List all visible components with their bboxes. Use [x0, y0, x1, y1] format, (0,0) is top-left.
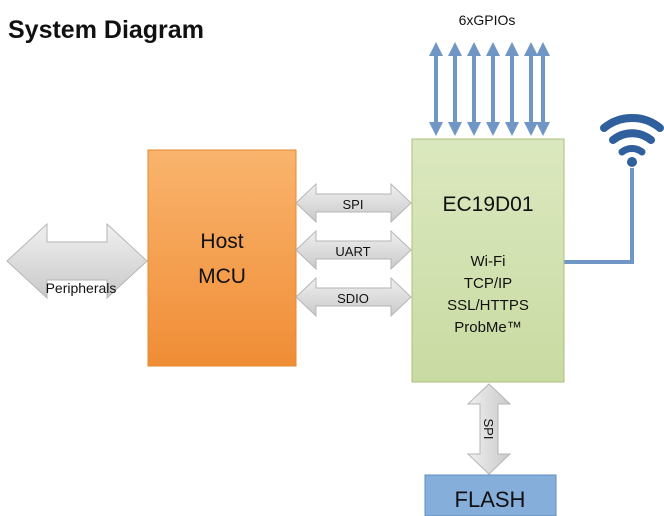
spi-label: SPI [343, 197, 364, 212]
spi-connector [295, 182, 412, 224]
uart-label: UART [335, 244, 370, 259]
flash-block [424, 474, 557, 516]
gpio-arrow [524, 42, 538, 136]
sdio-connector [295, 276, 412, 318]
module-feature: ProbMe™ [454, 319, 522, 336]
gpio-label: 6xGPIOs [459, 12, 516, 28]
gpio-arrow [429, 42, 443, 136]
gpio-arrow [486, 42, 500, 136]
flash-label: FLASH [455, 487, 526, 512]
module-feature: TCP/IP [464, 275, 512, 292]
uart-connector [295, 229, 412, 271]
gpio-arrow [505, 42, 519, 136]
diagram-title: System Diagram [8, 16, 204, 44]
flash-spi-label: SPI [481, 419, 496, 440]
host-label-line2: MCU [198, 265, 246, 288]
host-mcu-block [147, 149, 297, 367]
peripherals-connector [6, 222, 148, 300]
module-feature: SSL/HTTPS [447, 297, 529, 314]
gpio-arrow [467, 42, 481, 136]
flash-spi-connector [466, 383, 512, 475]
module-name: EC19D01 [442, 193, 533, 216]
sdio-label: SDIO [337, 291, 369, 306]
module-block [411, 138, 565, 383]
host-label-line1: Host [200, 230, 243, 253]
antenna-line [564, 168, 634, 264]
gpio-arrow [448, 42, 462, 136]
gpio-arrow [536, 42, 550, 136]
wifi-icon [600, 114, 664, 167]
peripherals-label: Peripherals [46, 280, 117, 296]
module-feature: Wi-Fi [471, 253, 506, 270]
gpio-arrows [429, 42, 550, 136]
